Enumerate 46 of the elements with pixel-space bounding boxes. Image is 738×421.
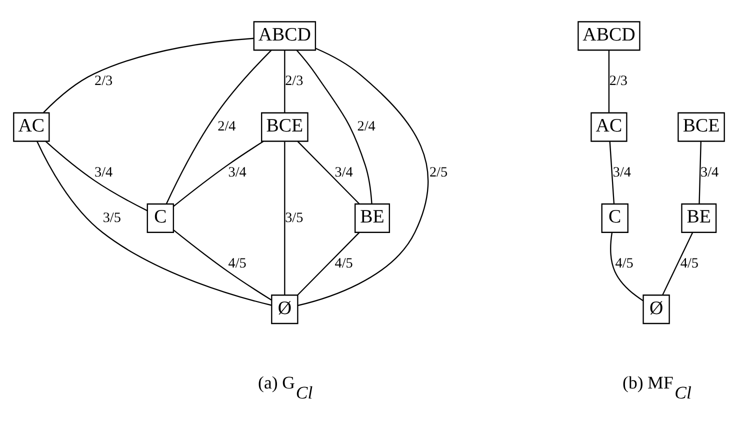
connector xyxy=(173,230,272,300)
node-box: BE xyxy=(354,203,390,233)
connector xyxy=(608,50,610,113)
edge-label: 3/4 xyxy=(228,164,246,180)
edge-label: 4/5 xyxy=(334,255,353,272)
edge-label: 3/4 xyxy=(612,164,632,180)
node-box: AC xyxy=(13,112,50,142)
node-box: AC xyxy=(590,112,628,142)
edge-label: 4/5 xyxy=(228,255,246,272)
connector xyxy=(662,232,694,296)
connector xyxy=(297,140,360,204)
edge-label: 3/5 xyxy=(102,210,121,226)
edge-label: 3/4 xyxy=(334,164,353,180)
connector xyxy=(296,50,372,204)
node-box: BCE xyxy=(678,112,725,142)
connector xyxy=(297,232,360,296)
edge-label: 2/3 xyxy=(609,73,628,90)
edge-label: 2/3 xyxy=(285,73,304,90)
node-box: C xyxy=(146,203,174,233)
connector xyxy=(298,48,429,306)
connector xyxy=(610,232,644,302)
edge-label: 4/5 xyxy=(680,255,698,272)
connector xyxy=(284,142,286,295)
connector xyxy=(698,141,702,204)
connector xyxy=(45,141,148,212)
node-box: Ø xyxy=(271,294,298,324)
connector xyxy=(284,50,286,113)
node-box: ABCD xyxy=(578,21,640,51)
connector xyxy=(173,140,264,207)
node-box: ABCD xyxy=(253,21,316,51)
connector xyxy=(36,141,272,306)
edge-label: 3/5 xyxy=(285,210,304,226)
node-box: BE xyxy=(681,203,717,233)
connector xyxy=(166,50,272,204)
connector xyxy=(43,38,254,113)
edge-label: 2/4 xyxy=(357,118,376,135)
edge-label: 3/4 xyxy=(700,164,719,180)
node-box: C xyxy=(601,203,628,233)
node-box: BCE xyxy=(261,112,308,142)
edge-label: 3/4 xyxy=(94,164,113,180)
node-box: Ø xyxy=(642,294,670,324)
connector xyxy=(609,141,615,204)
edge-label: 2/5 xyxy=(429,164,448,180)
edge-label: 4/5 xyxy=(615,255,634,272)
edge-label: 2/4 xyxy=(218,118,236,135)
edge-label: 2/3 xyxy=(94,73,113,90)
